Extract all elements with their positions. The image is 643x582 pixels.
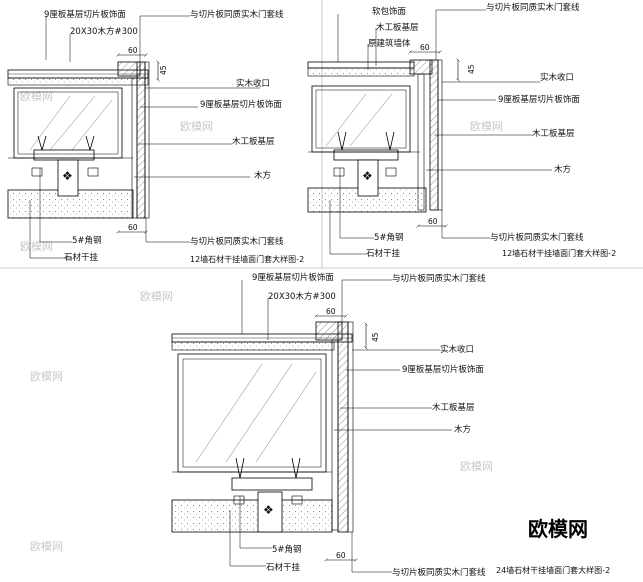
stone-bracket bbox=[257, 491, 283, 533]
label-r4: 木方 bbox=[554, 164, 571, 175]
label-b2: 石材干挂 bbox=[266, 562, 301, 573]
dim-top: 60 bbox=[326, 307, 336, 316]
right-hatched-layer bbox=[337, 321, 349, 533]
angle-steel bbox=[33, 149, 95, 161]
label-b1: 与切片板同质实木门套线 bbox=[190, 236, 284, 247]
detail-panel-3: ❖ 60 45 60 9厘板基层切片板饰面 20X30木方#300 与切片板同质… bbox=[171, 272, 610, 578]
label-b2: 5#角钢 bbox=[374, 232, 404, 243]
svg-text:欧模网: 欧模网 bbox=[30, 540, 63, 553]
label-top-c: 与切片板同质实木门套线 bbox=[190, 9, 284, 20]
label-top-c: 与切片板同质实木门套线 bbox=[392, 273, 486, 284]
label-r3: 木工板基层 bbox=[532, 128, 575, 139]
angle-steel bbox=[231, 477, 313, 491]
label-top-c: 原建筑墙体 bbox=[368, 38, 411, 49]
stone-bracket bbox=[57, 159, 79, 197]
label-r2: 9厘板基层切片板饰面 bbox=[402, 364, 484, 375]
svg-text:❖: ❖ bbox=[62, 169, 73, 183]
detail-panel-1: ❖ 60 45 60 9厘板基层切片板饰面 20X30木方#300 与切片板同质… bbox=[7, 9, 304, 264]
label-b3: 石材干挂 bbox=[64, 252, 99, 263]
panel-3-title: 24墙石材干挂墙面门套大样图-2 bbox=[496, 565, 610, 575]
dim-top: 60 bbox=[420, 43, 430, 52]
svg-text:欧模网: 欧模网 bbox=[20, 240, 53, 253]
panel-1-title: 12墙石材干挂墙面门套大样图-2 bbox=[190, 254, 304, 264]
label-r2: 9厘板基层切片板饰面 bbox=[200, 99, 282, 110]
label-top-b: 20X30木方#300 bbox=[70, 26, 138, 37]
label-r2: 9厘板基层切片板饰面 bbox=[498, 94, 580, 105]
label-top-a: 9厘板基层切片板饰面 bbox=[44, 9, 126, 20]
label-r4: 木方 bbox=[454, 424, 471, 435]
label-top-a: 9厘板基层切片板饰面 bbox=[252, 272, 334, 283]
angle-steel bbox=[333, 149, 399, 161]
label-r1: 实木收口 bbox=[236, 78, 270, 89]
stone-bracket bbox=[357, 159, 379, 197]
glass-box bbox=[311, 85, 411, 153]
svg-text:欧模网: 欧模网 bbox=[460, 460, 493, 473]
label-top-b: 20X30木方#300 bbox=[268, 291, 336, 302]
dim-right: 45 bbox=[467, 64, 476, 74]
svg-text:❖: ❖ bbox=[362, 169, 373, 183]
glass-box bbox=[177, 353, 327, 473]
detail-panel-2: ❖ 60 45 60 软包饰面 木工板基层 原建筑墙体 与切片板同质实木门套线 … bbox=[307, 2, 616, 259]
faint-watermarks: 欧模网 欧模网 欧模网 欧模网 欧模网 欧模网 欧模网 欧模网 bbox=[20, 90, 503, 553]
dim-top: 60 bbox=[128, 46, 138, 55]
label-top-a: 软包饰面 bbox=[372, 6, 407, 17]
watermark-logo: 欧模网 bbox=[528, 517, 588, 541]
svg-text:❖: ❖ bbox=[263, 503, 274, 517]
svg-text:欧模网: 欧模网 bbox=[30, 370, 63, 383]
label-b3: 与切片板同质实木门套线 bbox=[392, 567, 486, 578]
label-top-d: 与切片板同质实木门套线 bbox=[486, 2, 580, 13]
label-b2: 5#角钢 bbox=[72, 235, 102, 246]
dim-bottom: 60 bbox=[128, 223, 138, 232]
svg-text:欧模网: 欧模网 bbox=[20, 90, 53, 103]
label-b3: 石材干挂 bbox=[366, 248, 401, 259]
label-r1: 实木收口 bbox=[440, 344, 474, 355]
label-b1: 与切片板同质实木门套线 bbox=[490, 232, 584, 243]
panel-2-title: 12墙石材干挂墙面门套大样图-2 bbox=[502, 248, 616, 258]
soft-pack-layer bbox=[307, 61, 415, 69]
label-r3: 木工板基层 bbox=[232, 136, 275, 147]
svg-text:欧模网: 欧模网 bbox=[140, 290, 173, 303]
svg-text:欧模网: 欧模网 bbox=[470, 120, 503, 133]
label-r3: 木工板基层 bbox=[432, 402, 475, 413]
stone-base bbox=[171, 499, 333, 533]
label-r4: 木方 bbox=[254, 170, 271, 181]
right-hatched-layer bbox=[136, 61, 146, 219]
dim-bottom: 60 bbox=[336, 551, 346, 560]
svg-text:欧模网: 欧模网 bbox=[180, 120, 213, 133]
dim-bottom: 60 bbox=[428, 217, 438, 226]
jamb-block bbox=[409, 59, 433, 75]
dim-right: 45 bbox=[371, 332, 380, 342]
label-r1: 实木收口 bbox=[540, 72, 574, 83]
dim-right: 45 bbox=[159, 65, 168, 75]
label-top-b: 木工板基层 bbox=[376, 22, 419, 33]
label-b1: 5#角钢 bbox=[272, 544, 302, 555]
